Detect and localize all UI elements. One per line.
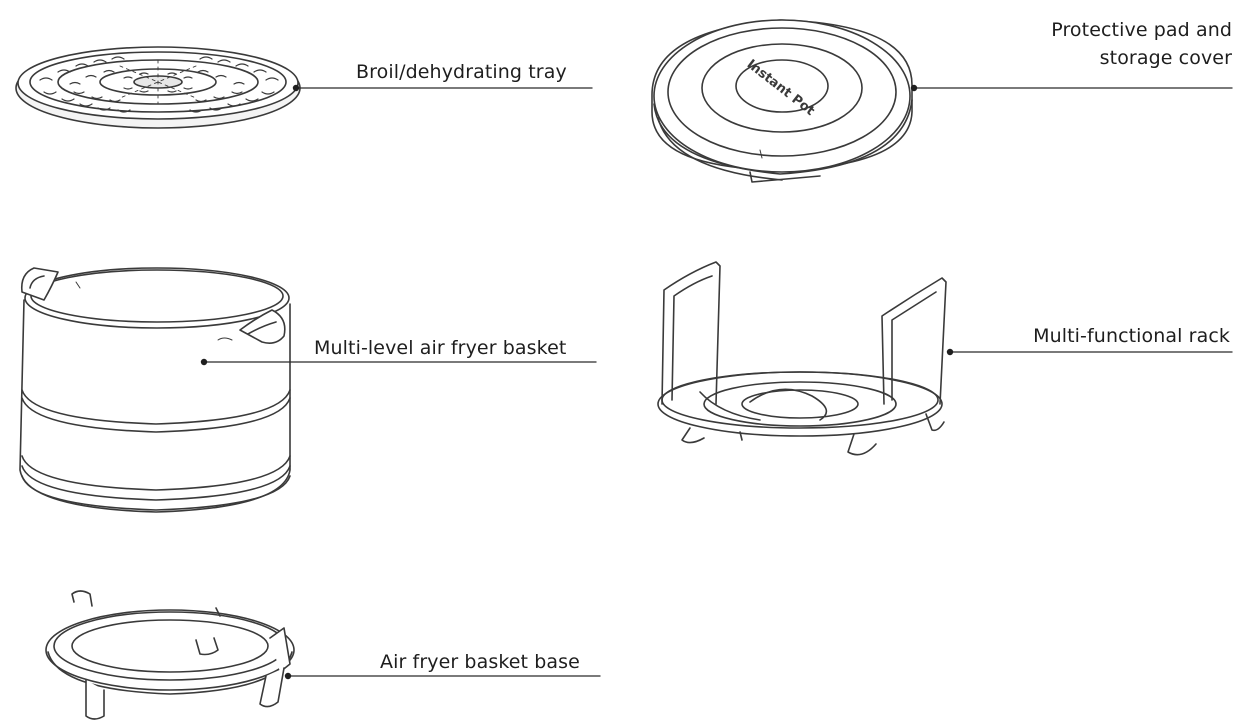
leader-dots — [200, 84, 954, 680]
leader-dot-rack — [946, 348, 954, 356]
leader-dot-basket — [200, 358, 208, 366]
leader-lines — [203, 87, 1233, 677]
air-fryer-basket-drawing — [19, 267, 291, 513]
multi-functional-rack-drawing — [657, 261, 947, 456]
label-air-fryer-basket: Multi-level air fryer basket — [314, 337, 567, 359]
leader-dot-tray — [292, 84, 300, 92]
label-broil-dehydrating-tray: Broil/dehydrating tray — [356, 61, 567, 83]
leader-dot-pad — [910, 84, 918, 92]
broil-dehydrating-tray-drawing — [15, 46, 301, 129]
protective-pad-drawing — [651, 19, 913, 183]
leader-dot-base — [284, 672, 292, 680]
label-protective-pad-line2: storage cover — [1099, 47, 1232, 69]
label-protective-pad: Protective pad and storage cover — [1051, 16, 1232, 72]
air-fryer-basket-base-drawing — [45, 590, 295, 720]
label-protective-pad-line1: Protective pad and — [1051, 19, 1232, 41]
label-multi-functional-rack: Multi-functional rack — [1033, 325, 1230, 347]
label-air-fryer-basket-base: Air fryer basket base — [380, 651, 580, 673]
